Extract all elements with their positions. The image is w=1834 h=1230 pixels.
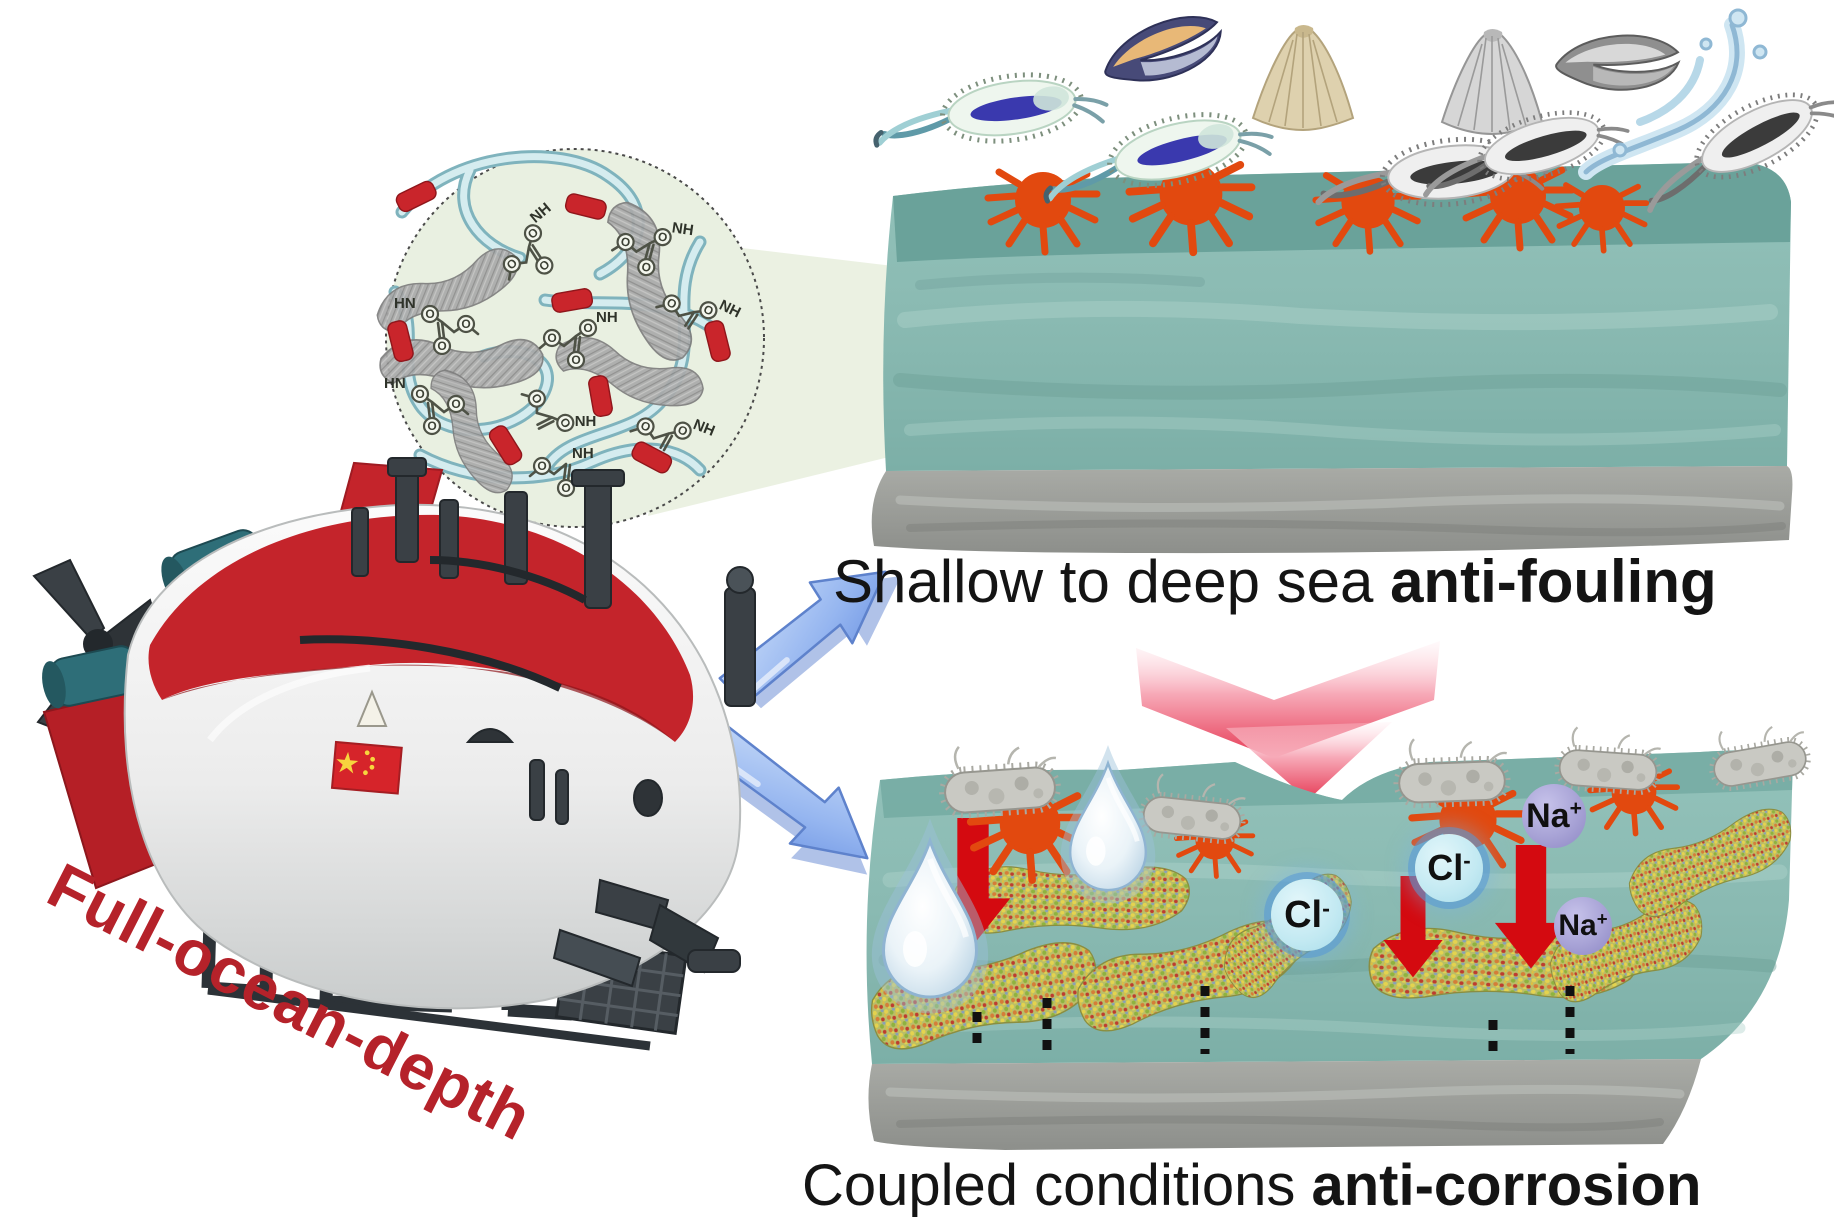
substrate-texture xyxy=(885,1084,1685,1132)
deck-equipment xyxy=(299,457,756,743)
svg-text:NH: NH xyxy=(671,219,695,239)
barnacle-shell-icon xyxy=(1252,24,1354,131)
sodium-ion-badge: Na+ xyxy=(1522,784,1586,848)
svg-text:O: O xyxy=(547,331,556,345)
beacon-light xyxy=(356,689,388,727)
marine-organisms xyxy=(870,8,1834,223)
svg-text:O: O xyxy=(437,339,446,353)
svg-text:O: O xyxy=(427,419,436,433)
deck-red xyxy=(148,514,694,742)
ion-charge: - xyxy=(1322,894,1330,921)
svg-text:O: O xyxy=(561,481,570,495)
caption-anticorrosion-normal: Coupled conditions xyxy=(802,1153,1312,1218)
svg-text:HN: HN xyxy=(384,375,406,392)
ion-symbol: Na xyxy=(1558,909,1597,942)
carbamate-group: O O O HN xyxy=(394,295,480,356)
svg-text:NH: NH xyxy=(575,413,597,430)
caption-antifouling-bold: anti-fouling xyxy=(1390,548,1717,615)
crosslink-bands xyxy=(387,180,731,474)
mussel-icon xyxy=(1097,10,1228,90)
chemical-groups: O O O NH O O O NH O O O HN O xyxy=(384,200,743,498)
svg-text:NH: NH xyxy=(691,416,717,440)
ion-symbol: Na xyxy=(1526,796,1570,835)
blocked-diffusion-dashes xyxy=(972,986,1575,1054)
svg-text:HN: HN xyxy=(394,295,416,312)
carbamate-group: O O NH xyxy=(520,389,597,432)
ion-symbol: Cl xyxy=(1427,847,1464,888)
ion-charge: + xyxy=(1596,908,1608,929)
submersible xyxy=(32,457,756,1051)
anticorrosion-panel xyxy=(864,717,1811,1150)
ion-symbol: Cl xyxy=(1284,893,1323,936)
svg-text:O: O xyxy=(451,397,460,411)
chloride-ion-badge: Cl- xyxy=(1271,879,1343,951)
china-flag xyxy=(330,740,403,795)
svg-text:O: O xyxy=(425,307,434,321)
svg-text:O: O xyxy=(461,317,470,331)
mussel-gray-icon xyxy=(1552,24,1683,100)
substrate xyxy=(868,1059,1701,1150)
ion-charge: - xyxy=(1463,848,1471,873)
caption-anticorrosion: Coupled conditions anti-corrosion xyxy=(802,1152,1701,1220)
svg-text:O: O xyxy=(571,353,580,367)
chloride-ion-badge: Cl- xyxy=(1415,834,1483,902)
manipulator-arms xyxy=(529,759,741,988)
carbamate-group: O O NH xyxy=(629,416,717,452)
svg-text:O: O xyxy=(537,459,546,473)
svg-text:O: O xyxy=(620,234,631,249)
caption-anticorrosion-bold: anti-corrosion xyxy=(1311,1153,1702,1218)
carbamate-group: O O O HN xyxy=(384,375,470,436)
svg-text:NH: NH xyxy=(572,445,594,462)
svg-text:O: O xyxy=(415,387,424,401)
transition-arrow-icon xyxy=(1136,641,1440,800)
svg-text:O: O xyxy=(657,230,668,245)
carbamate-group: O O O NH xyxy=(611,219,695,277)
caption-antifouling-normal: Shallow to deep sea xyxy=(833,548,1391,615)
svg-text:NH: NH xyxy=(596,309,618,326)
antifouling-panel xyxy=(871,162,1793,554)
svg-text:O: O xyxy=(583,321,592,335)
sodium-ion-badge: Na+ xyxy=(1554,897,1612,955)
svg-text:O: O xyxy=(641,260,652,275)
substrate-texture xyxy=(895,494,1786,537)
caption-antifouling: Shallow to deep sea anti-fouling xyxy=(833,548,1717,616)
carbamate-group: O O NH xyxy=(528,445,594,498)
water-splash-icon xyxy=(1578,8,1768,180)
molecular-inset: O O O NH O O O NH O O O HN O xyxy=(367,148,765,528)
ion-charge: + xyxy=(1569,797,1582,820)
carbamate-group: O O NH xyxy=(655,294,743,330)
hull-highlight xyxy=(207,664,371,743)
coating-texture xyxy=(893,272,1787,446)
carbamate-group: O O O NH xyxy=(538,309,618,370)
copepod-icon xyxy=(870,63,1110,159)
